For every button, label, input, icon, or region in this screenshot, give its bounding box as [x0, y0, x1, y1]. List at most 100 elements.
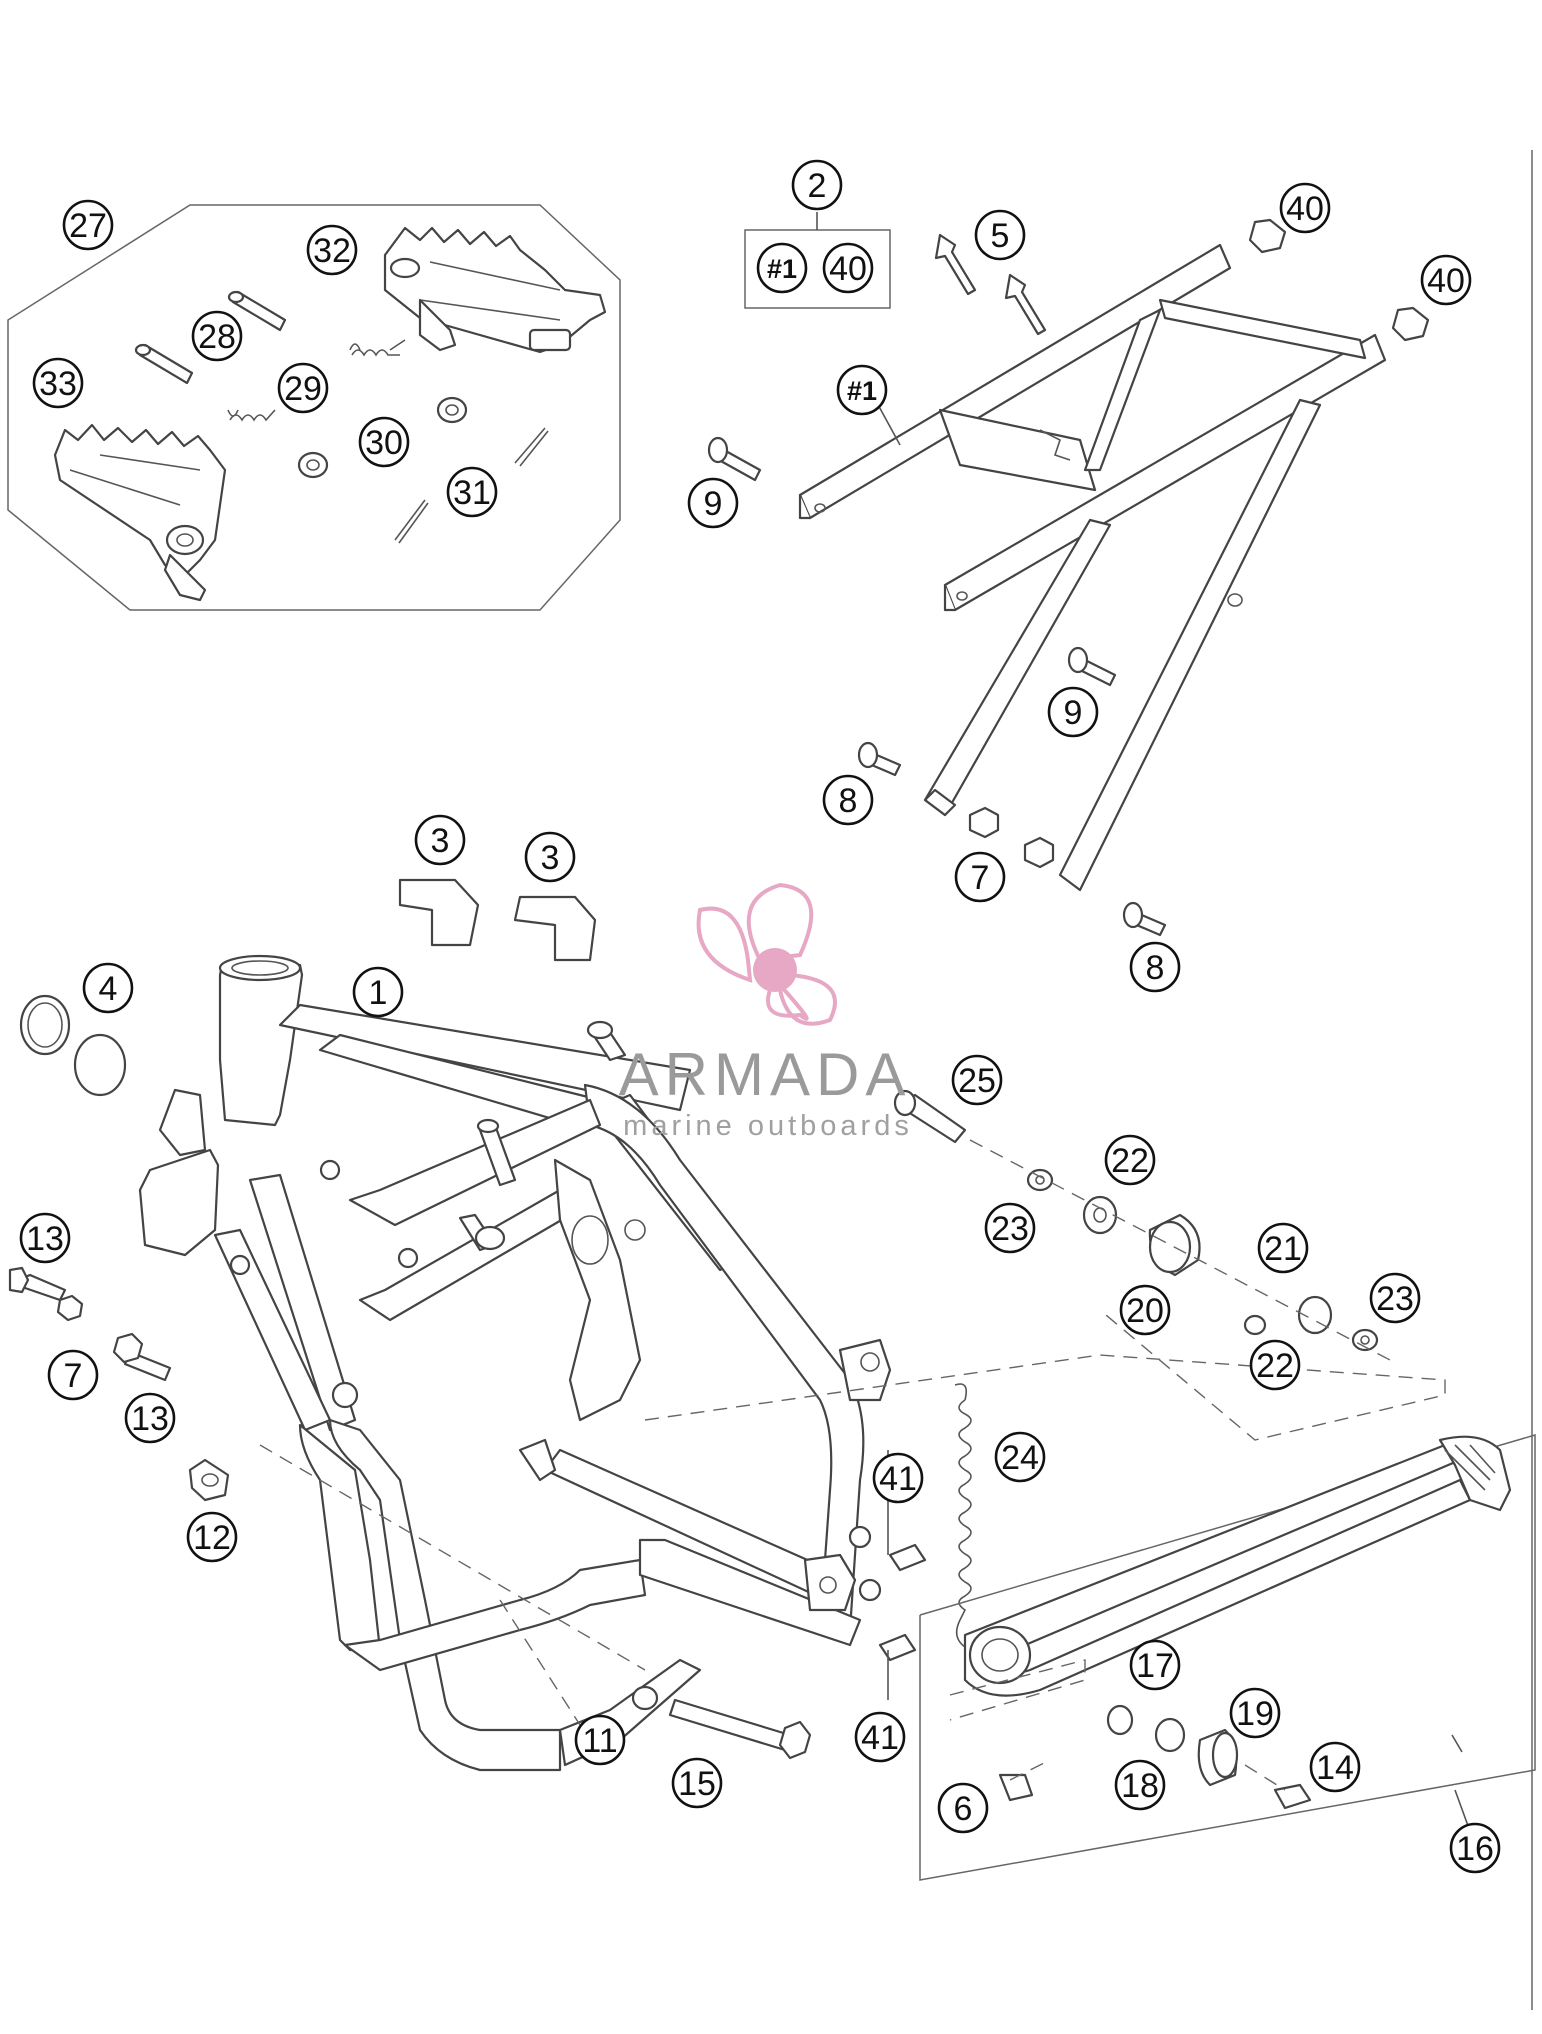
callout-circle [836, 364, 888, 416]
callout-circle [352, 966, 404, 1018]
callout-number: 41 [879, 1460, 917, 1498]
callout-40: 40 [1420, 254, 1472, 306]
callout-24: 24 [994, 1431, 1046, 1483]
callout-number: 11 [582, 1722, 617, 1760]
callout-20: 20 [1119, 1284, 1171, 1336]
callout-23: 23 [1369, 1272, 1421, 1324]
callout-circle [872, 1452, 924, 1504]
callout-circle [1119, 1284, 1171, 1336]
callout-circle [62, 199, 114, 251]
callout-number: 32 [313, 232, 351, 270]
callout-circle [358, 416, 410, 468]
callout-number: 23 [991, 1210, 1029, 1248]
callout-circle [994, 1431, 1046, 1483]
callout-circle [1420, 254, 1472, 306]
armada-logo-propeller-icon [696, 882, 837, 1026]
callout-13: 13 [124, 1392, 176, 1444]
side-stand [919, 1433, 1536, 1881]
callout-number: 25 [958, 1062, 996, 1100]
callout-circle [1309, 1741, 1361, 1793]
callout-circle [414, 814, 466, 866]
footrest-group-outline [7, 204, 621, 611]
callout-circle [191, 310, 243, 362]
bolt-41-a [888, 1543, 927, 1572]
callout-15: 15 [671, 1757, 723, 1809]
callout-27: 27 [62, 199, 114, 251]
side-stand-ring-18 [1154, 1717, 1186, 1753]
footrest-pins [134, 290, 287, 385]
bolt-15 [668, 1698, 792, 1752]
callout-circle [19, 1212, 71, 1264]
callout-28: 28 [191, 310, 243, 362]
callout-7: 7 [954, 851, 1006, 903]
callout-circle [524, 831, 576, 883]
frame-dashed-guides [259, 1444, 646, 1726]
callout-number: 8 [1146, 949, 1165, 987]
callout-circle [1449, 1822, 1501, 1874]
callout-circle [186, 1511, 238, 1563]
left-hardware [8, 1266, 230, 1502]
callout-number: 41 [861, 1719, 899, 1757]
callout-number: 7 [64, 1357, 83, 1395]
callout-circle [854, 1711, 906, 1763]
side-stand-bolt-14 [1273, 1783, 1312, 1810]
callout-29: 29 [277, 362, 329, 414]
callout-circle [1104, 1134, 1156, 1186]
armada-logo-name: ARMADA [619, 1041, 912, 1108]
side-stand-bushing-19-face [1211, 1731, 1239, 1779]
callout-41: 41 [872, 1452, 924, 1504]
callout-3: 3 [524, 831, 576, 883]
callout-number: 22 [1111, 1142, 1149, 1180]
footrest-springs [227, 339, 406, 422]
armada-logo: ARMADA marine outboards [619, 882, 912, 1142]
callout-number: 40 [1427, 262, 1465, 300]
callout-ref-1: #1 [836, 364, 888, 416]
callout-circle [671, 1757, 723, 1809]
callout-number: 3 [431, 822, 450, 860]
callout-number: 22 [1256, 1347, 1294, 1385]
callout-circle [974, 209, 1026, 261]
callout-4: 4 [82, 962, 134, 1014]
callout-19: 19 [1229, 1687, 1281, 1739]
callout-25: 25 [951, 1054, 1003, 1106]
side-stand-bolt-6 [998, 1773, 1034, 1802]
callout-13: 13 [19, 1212, 71, 1264]
callout-circle [951, 1054, 1003, 1106]
callout-1: 1 [352, 966, 404, 1018]
callout-3: 3 [414, 814, 466, 866]
callout-number: 40 [829, 250, 867, 288]
callout-11: 11 [574, 1714, 626, 1766]
callout-number: 13 [26, 1220, 64, 1258]
footrest-right [383, 226, 607, 354]
callout-2: 2 [791, 159, 843, 211]
callout-30: 30 [358, 416, 410, 468]
main-frame [138, 954, 892, 1772]
callout-23: 23 [984, 1202, 1036, 1254]
callout-22: 22 [1104, 1134, 1156, 1186]
callout-number: 24 [1001, 1439, 1039, 1477]
callout-circle [822, 774, 874, 826]
callout-number: 16 [1456, 1830, 1494, 1868]
callout-circle [984, 1202, 1036, 1254]
callout-number: 6 [954, 1790, 973, 1828]
callout-number: 30 [365, 424, 403, 462]
callout-9: 9 [687, 477, 739, 529]
callout-circle [954, 851, 1006, 903]
callout-6: 6 [937, 1782, 989, 1834]
callout-circle [82, 962, 134, 1014]
callout-circle [1129, 1639, 1181, 1691]
cotter-pin-b [394, 499, 429, 544]
callout-number: #1 [847, 376, 877, 406]
callout-18: 18 [1114, 1759, 1166, 1811]
callout-number: 21 [1264, 1230, 1302, 1268]
subframe-hardware [707, 218, 1430, 937]
callout-circle [1129, 941, 1181, 993]
callout-circle [687, 477, 739, 529]
callout-number: 2 [808, 167, 827, 205]
shock-mount-hardware [644, 1089, 1446, 1441]
callout-circle [937, 1782, 989, 1834]
callout-number: 29 [284, 370, 322, 408]
callout-number: 28 [198, 318, 236, 356]
